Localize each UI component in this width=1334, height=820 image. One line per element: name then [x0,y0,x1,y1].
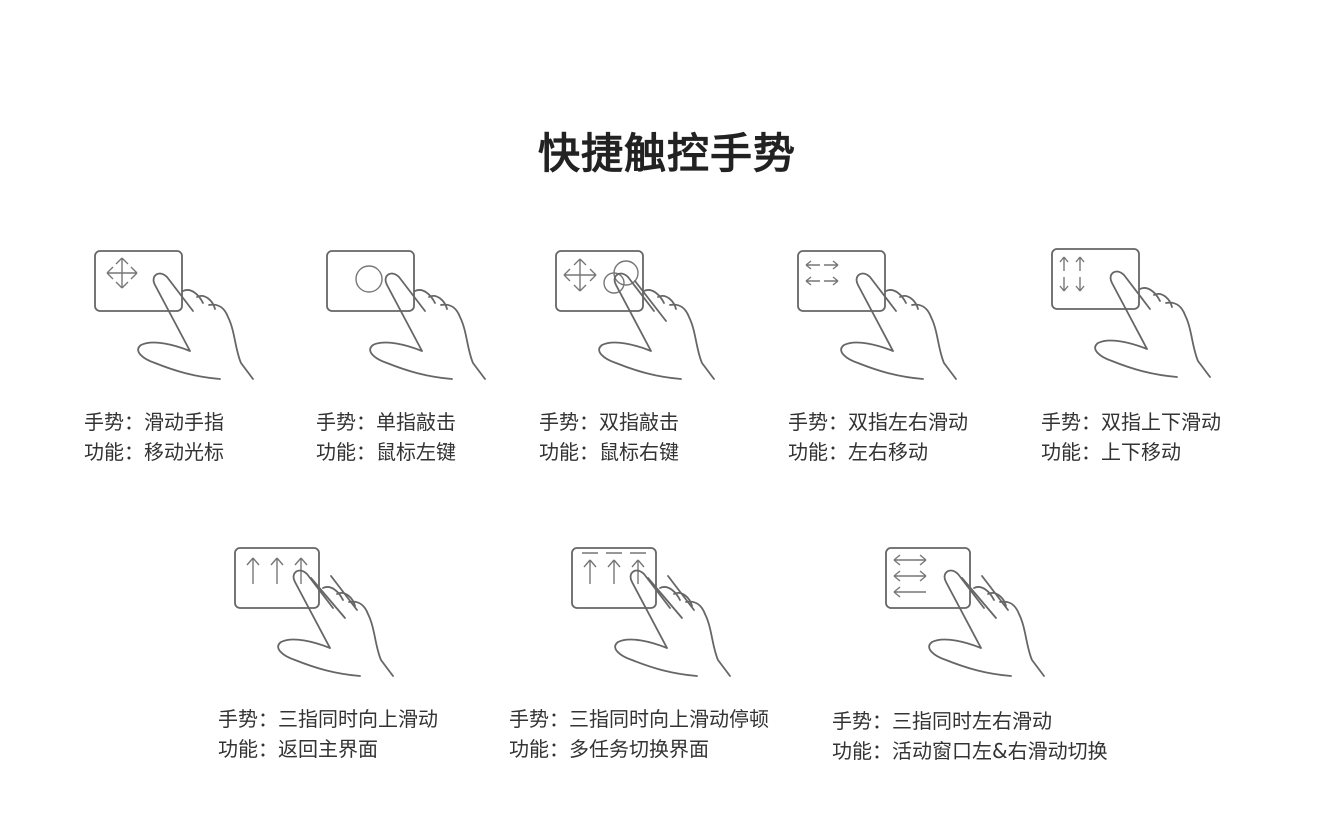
gesture-label: 手势：三指同时向上滑动 [218,707,438,731]
move-arrows-icon [94,250,254,380]
page-title: 快捷触控手势 [537,129,796,178]
two-finger-tap-icon [555,250,715,380]
function-label: 功能：多任务切换界面 [509,737,709,761]
function-label: 功能：移动光标 [84,440,224,464]
function-label: 功能：鼠标右键 [539,440,679,464]
function-label: 功能：鼠标左键 [316,440,456,464]
three-finger-up-icon [234,547,394,677]
single-tap-icon [326,250,486,380]
function-label: 功能：返回主界面 [218,737,378,761]
function-label: 功能：活动窗口左&右滑动切换 [832,739,1108,763]
gesture-label: 手势：双指上下滑动 [1041,410,1221,434]
gesture-label: 手势：三指同时向上滑动停顿 [509,707,769,731]
function-label: 功能：上下移动 [1041,440,1181,464]
gesture-label: 手势：双指左右滑动 [788,410,968,434]
gesture-label: 手势：单指敲击 [316,410,456,434]
three-finger-up-pause-icon [571,547,731,677]
three-finger-horizontal-icon [885,547,1045,677]
gesture-label: 手势：双指敲击 [539,410,679,434]
two-finger-horizontal-icon [797,250,957,380]
gesture-label: 手势：滑动手指 [84,410,224,434]
gesture-label: 手势：三指同时左右滑动 [832,709,1052,733]
function-label: 功能：左右移动 [788,440,928,464]
two-finger-vertical-icon [1051,248,1211,378]
